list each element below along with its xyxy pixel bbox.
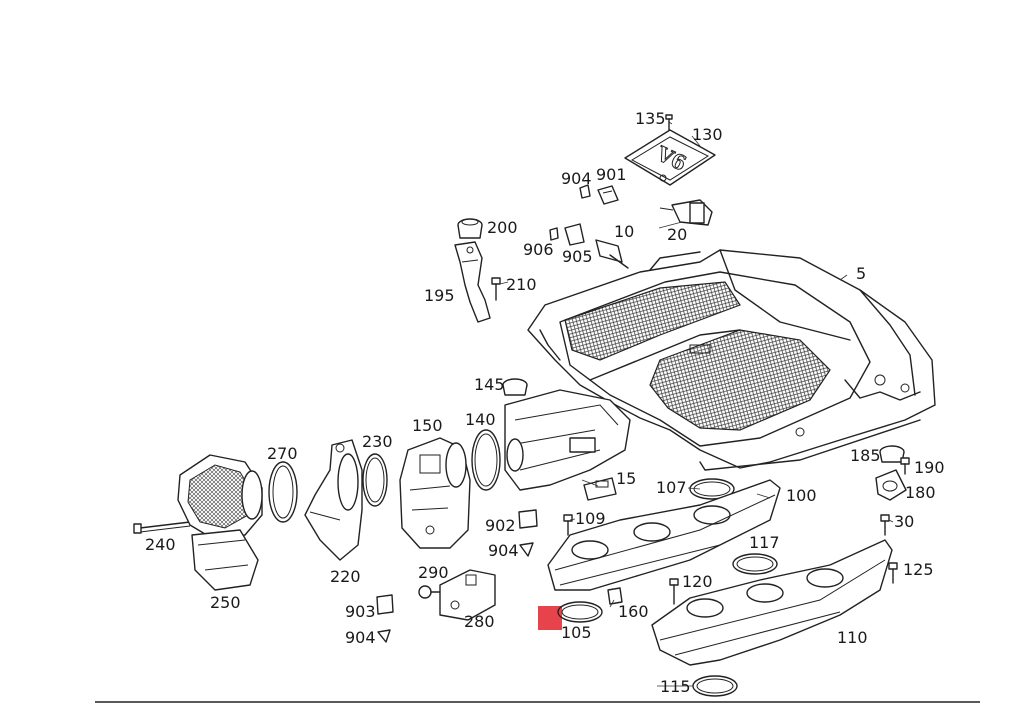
label-109: 109 <box>575 509 606 528</box>
adapter-part-220 <box>304 439 363 561</box>
label-105: 105 <box>561 623 592 642</box>
manifold-part-100 <box>547 479 781 591</box>
label-230: 230 <box>362 432 393 451</box>
label-145: 145 <box>474 375 505 394</box>
screw-part-210 <box>491 277 501 301</box>
label-160: 160 <box>618 602 649 621</box>
sensor-part-20 <box>659 199 713 226</box>
label-180: 180 <box>905 483 936 502</box>
label-240: 240 <box>145 535 176 554</box>
connector-part-901 <box>597 185 619 205</box>
label-150: 150 <box>412 416 443 435</box>
label-904-bot: 904 <box>345 628 376 647</box>
seal-part-230 <box>362 453 388 507</box>
housing-part-250 <box>177 454 263 591</box>
seal-part-180 <box>875 469 907 501</box>
label-185: 185 <box>850 446 881 465</box>
label-125: 125 <box>903 560 934 579</box>
label-270: 270 <box>267 444 298 463</box>
connector-part-903 <box>376 594 394 615</box>
label-905: 905 <box>562 247 593 266</box>
seal-part-105 <box>538 601 603 630</box>
sensor-part-15 <box>583 477 617 501</box>
label-100: 100 <box>786 486 817 505</box>
bracket-part-195 <box>454 241 491 323</box>
intake-plenum-part-5 <box>527 249 936 471</box>
label-115: 115 <box>660 677 691 696</box>
label-130: 130 <box>692 125 723 144</box>
seal-part-904-mid <box>519 542 534 557</box>
seal-part-107 <box>689 478 735 500</box>
label-220: 220 <box>330 567 361 586</box>
cover-plate-part-130: V6 <box>624 129 716 186</box>
label-15: 15 <box>616 469 636 488</box>
label-120: 120 <box>682 572 713 591</box>
bolt-part-240 <box>133 521 191 534</box>
label-250: 250 <box>210 593 241 612</box>
screw-part-30 <box>880 514 890 536</box>
cap-part-200 <box>457 218 483 239</box>
label-195: 195 <box>424 286 455 305</box>
seal-part-906 <box>549 227 559 241</box>
label-906: 906 <box>523 240 554 259</box>
seal-part-140 <box>471 429 501 491</box>
cap-part-185 <box>879 445 905 463</box>
label-903: 903 <box>345 602 376 621</box>
bracket-part-280 <box>439 569 496 621</box>
label-210: 210 <box>506 275 537 294</box>
screw-part-190 <box>900 457 910 475</box>
seal-part-904-top <box>579 184 591 199</box>
label-5: 5 <box>856 264 866 283</box>
label-904-top: 904 <box>561 169 592 188</box>
sensor-part-10 <box>595 239 629 269</box>
screw-part-109 <box>563 514 573 536</box>
clip-part-160 <box>607 587 623 605</box>
label-200: 200 <box>487 218 518 237</box>
seal-part-270 <box>268 461 298 523</box>
part-labels: 135 130 904 901 20 200 10 906 905 5 210 … <box>145 109 945 696</box>
throttle-body-part-150 <box>399 437 471 549</box>
label-902: 902 <box>485 516 516 535</box>
connector-part-905 <box>564 223 585 246</box>
label-135: 135 <box>635 109 666 128</box>
seal-part-904-bot <box>377 629 391 643</box>
label-290: 290 <box>418 563 449 582</box>
bolt-part-290 <box>418 585 447 599</box>
screw-part-120 <box>669 578 679 605</box>
screw-part-125 <box>888 562 898 584</box>
label-10: 10 <box>614 222 634 241</box>
label-904-mid: 904 <box>488 541 519 560</box>
manifold-part-110 <box>651 539 893 666</box>
seal-part-117 <box>732 553 778 575</box>
label-280: 280 <box>464 612 495 631</box>
intake-duct <box>504 389 631 491</box>
label-140: 140 <box>465 410 496 429</box>
label-190: 190 <box>914 458 945 477</box>
connector-part-902 <box>518 509 538 529</box>
leader-lines <box>499 121 894 687</box>
label-20: 20 <box>667 225 687 244</box>
label-107: 107 <box>656 478 687 497</box>
label-110: 110 <box>837 628 868 647</box>
cap-part-145 <box>502 378 528 396</box>
label-117: 117 <box>749 533 780 552</box>
seal-part-115 <box>692 675 738 697</box>
label-901: 901 <box>596 165 627 184</box>
screw-part-135 <box>665 114 673 131</box>
label-30: 30 <box>894 512 914 531</box>
